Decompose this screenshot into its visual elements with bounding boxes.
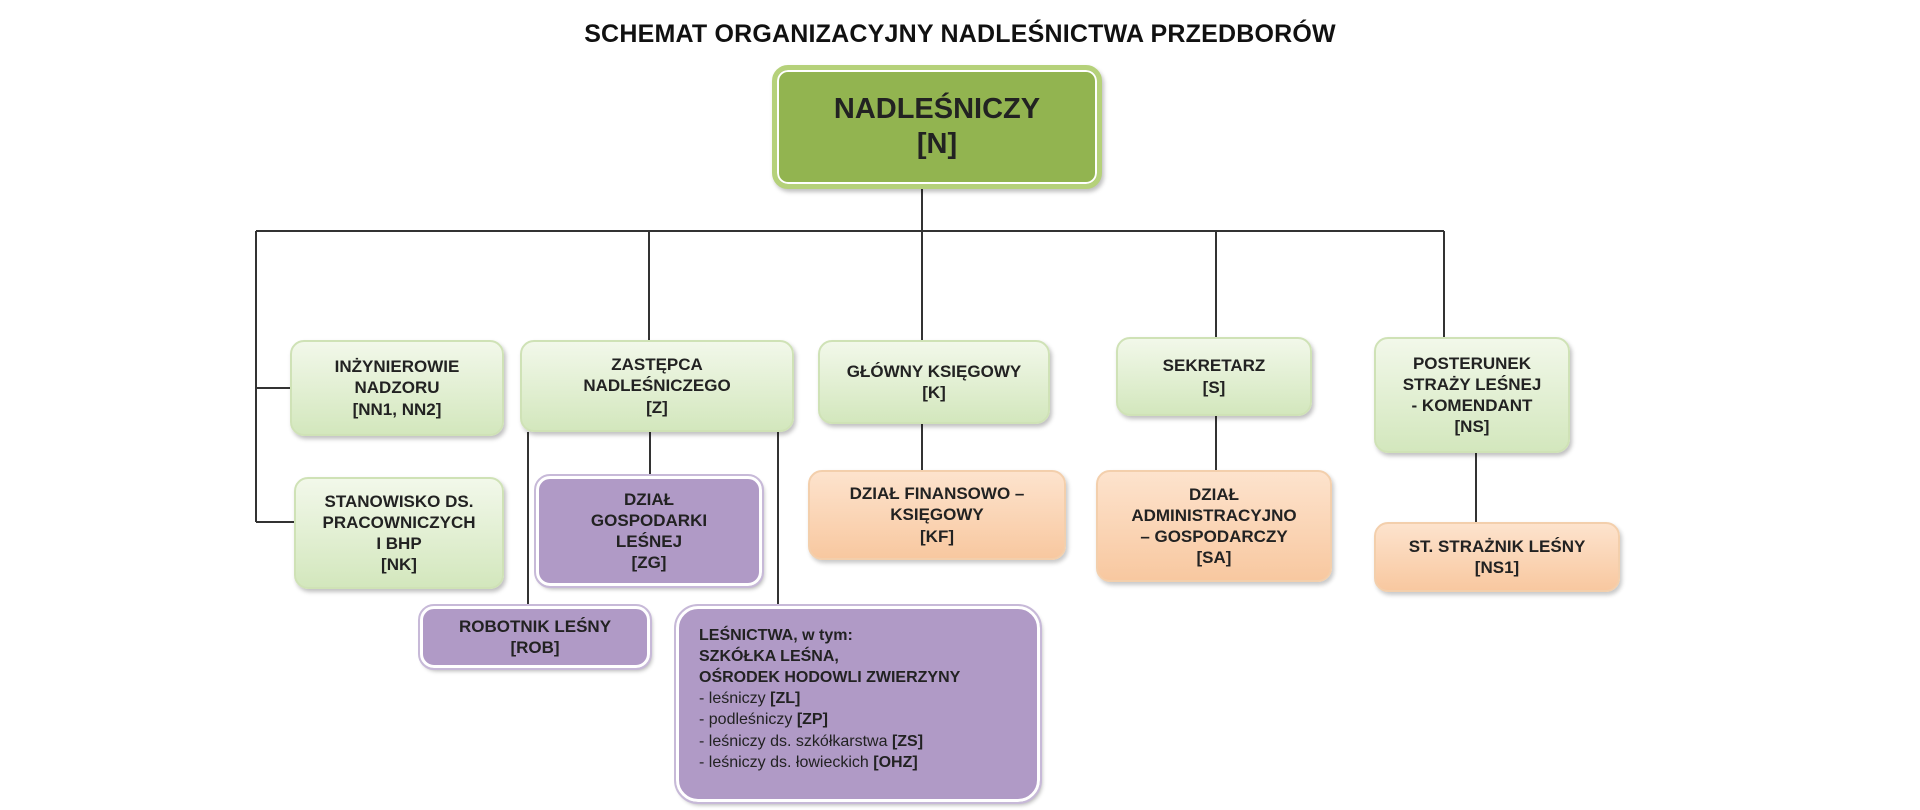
dzial-finansowo-box: DZIAŁ FINANSOWO – KSIĘGOWY [KF]	[808, 470, 1066, 560]
lesnictwa-header-1: LEŚNICTWA, w tym:	[699, 627, 853, 644]
lesnictwa-item: - leśniczy ds. szkółkarstwa [ZS]	[699, 731, 1017, 752]
glowny-ksiegowy-box: GŁÓWNY KSIĘGOWY [K]	[818, 340, 1050, 424]
lesnictwa-item-code: [ZP]	[796, 711, 828, 729]
inzynierowie-code: [NN1, NN2]	[352, 399, 442, 419]
dzial-gospodarki-line-3: LEŚNEJ	[615, 532, 683, 551]
dzial-administracyjno-code: [SA]	[1196, 548, 1232, 568]
dzial-gospodarki-line-2: GOSPODARKI	[590, 510, 708, 530]
dzial-gospodarki-code: [ZG]	[631, 553, 667, 573]
dzial-administracyjno-box: DZIAŁ ADMINISTRACYJNO – GOSPODARCZY [SA]	[1096, 470, 1332, 582]
posterunek-line-2: STRAŻY LEŚNEJ	[1402, 374, 1542, 394]
inzynierowie-box: INŻYNIEROWIE NADZORU [NN1, NN2]	[290, 340, 504, 436]
glowny-ksiegowy-label: GŁÓWNY KSIĘGOWY	[846, 361, 1022, 381]
stanowisko-box: STANOWISKO DS. PRACOWNICZYCH I BHP [NK]	[294, 477, 504, 589]
inzynierowie-line-2: NADZORU	[354, 378, 440, 398]
lesnictwa-item-code: [ZL]	[770, 690, 801, 708]
lesnictwa-box: LEŚNICTWA, w tym: SZKÓŁKA LEŚNA, OŚRODEK…	[674, 604, 1042, 804]
sekretarz-label: SEKRETARZ	[1162, 356, 1266, 376]
sekretarz-code: [S]	[1202, 377, 1226, 397]
lesnictwa-item: - podleśniczy [ZP]	[699, 709, 1017, 730]
dzial-finansowo-code: [KF]	[920, 526, 954, 546]
zastepca-box: ZASTĘPCA NADLEŚNICZEGO [Z]	[520, 340, 794, 432]
zastepca-code: [Z]	[646, 397, 668, 417]
robotnik-box: ROBOTNIK LEŚNY [ROB]	[418, 604, 652, 670]
stanowisko-line-2: PRACOWNICZYCH	[322, 512, 476, 532]
lesnictwa-item-text: - leśniczy	[699, 690, 771, 708]
dzial-administracyjno-line-2: ADMINISTRACYJNO	[1131, 505, 1297, 525]
dzial-finansowo-line-2: KSIĘGOWY	[890, 505, 984, 525]
dzial-gospodarki-line-1: DZIAŁ	[623, 489, 675, 509]
lesnictwa-header-2: SZKÓŁKA LEŚNA,	[699, 648, 839, 666]
robotnik-code: [ROB]	[510, 638, 560, 657]
zastepca-line-1: ZASTĘPCA	[611, 355, 703, 375]
lesnictwa-item-text: - leśniczy ds. szkółkarstwa	[699, 732, 892, 750]
nadlesniczy-label: NADLEŚNICZY	[833, 93, 1041, 126]
posterunek-line-1: POSTERUNEK	[1412, 353, 1532, 373]
dzial-gospodarki-box: DZIAŁ GOSPODARKI LEŚNEJ [ZG]	[534, 474, 764, 588]
stanowisko-line-3: I BHP	[376, 534, 422, 553]
stanowisko-code: [NK]	[381, 555, 417, 575]
st-straznik-code: [NS1]	[1474, 558, 1520, 577]
st-straznik-box: ST. STRAŻNIK LEŚNY [NS1]	[1374, 522, 1620, 592]
sekretarz-box: SEKRETARZ [S]	[1116, 337, 1312, 416]
lesnictwa-item: - leśniczy [ZL]	[699, 688, 1017, 709]
glowny-ksiegowy-code: [K]	[922, 383, 946, 402]
lesnictwa-item: - leśniczy ds. łowieckich [OHZ]	[699, 752, 1017, 773]
stanowisko-line-1: STANOWISKO DS.	[324, 491, 474, 511]
nadlesniczy-code: [N]	[916, 128, 958, 160]
inzynierowie-line-1: INŻYNIEROWIE	[334, 357, 460, 377]
lesnictwa-item-text: - leśniczy ds. łowieckich	[699, 753, 874, 771]
zastepca-line-2: NADLEŚNICZEGO	[583, 376, 731, 396]
robotnik-label: ROBOTNIK LEŚNY	[458, 616, 612, 636]
lesnictwa-item-text: - podleśniczy	[699, 711, 797, 729]
nadlesniczy-box: NADLEŚNICZY [N]	[772, 65, 1102, 189]
chart-title: SCHEMAT ORGANIZACYJNY NADLEŚNICTWA PRZED…	[584, 20, 1336, 48]
st-straznik-label: ST. STRAŻNIK LEŚNY	[1408, 536, 1586, 556]
posterunek-line-3: - KOMENDANT	[1411, 396, 1533, 415]
lesnictwa-header-3: OŚRODEK HODOWLI ZWIERZYNY	[699, 669, 961, 687]
posterunek-code: [NS]	[1454, 417, 1490, 437]
posterunek-box: POSTERUNEK STRAŻY LEŚNEJ - KOMENDANT [NS…	[1374, 337, 1570, 453]
dzial-administracyjno-line-1: DZIAŁ	[1188, 484, 1240, 504]
dzial-finansowo-line-1: DZIAŁ FINANSOWO –	[849, 484, 1025, 504]
lesnictwa-item-code: [OHZ]	[873, 753, 918, 771]
dzial-administracyjno-line-3: – GOSPODARCZY	[1140, 527, 1288, 546]
lesnictwa-item-code: [ZS]	[891, 732, 924, 750]
